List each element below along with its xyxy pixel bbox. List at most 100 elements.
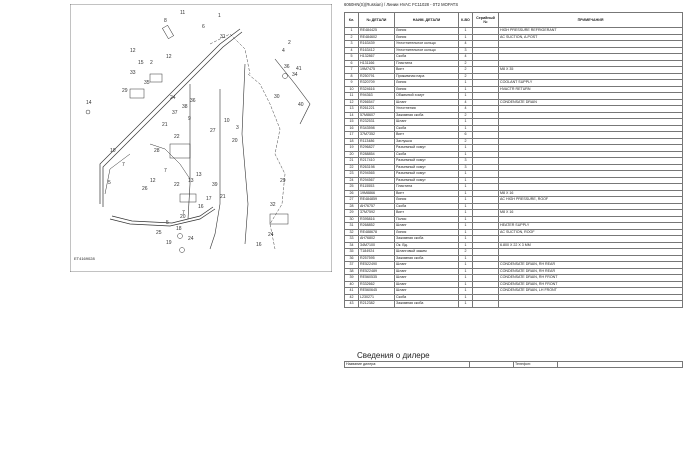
page-header: 6060HN(S)(Russian) / Линии HVAC FC11028 … (344, 2, 459, 7)
callout-label: 19 (166, 240, 172, 246)
callout-label: 7 (182, 210, 185, 216)
callout-label: 27 (210, 128, 216, 134)
callout-label: 7 (164, 168, 167, 174)
row-notes: CONDENSATE DRAIN (498, 98, 683, 106)
callout-label: 12 (150, 178, 156, 184)
parts-diagram: 11 1 8 6 31 12 12 15 33 35 29 24 36 38 3… (70, 4, 332, 272)
callout-label: 31 (220, 34, 226, 40)
col-serial: Серийный № (472, 12, 499, 28)
callout-labels: 11 1 8 6 31 12 12 15 33 35 29 24 36 38 3… (86, 10, 304, 248)
callout-label: 8 (164, 18, 167, 24)
callout-label: 35 (144, 80, 150, 86)
callout-label: 11 (180, 10, 185, 16)
row-notes (498, 111, 683, 119)
callout-label: 38 (182, 104, 188, 110)
row-part-number: R212382 (358, 300, 395, 308)
dealer-name-field[interactable] (469, 361, 514, 368)
col-name: НАИМ. ДЕТАЛИ (394, 12, 459, 28)
col-num: Кл. (344, 12, 359, 28)
callout-label: 20 (232, 138, 238, 144)
diagram-svg: 11 1 8 6 31 12 12 15 33 35 29 24 36 38 3… (70, 4, 332, 272)
callout-label: 25 (156, 230, 162, 236)
callout-label: 16 (256, 242, 262, 248)
callout-label: 5 (166, 220, 169, 226)
callout-label: 39 (212, 182, 218, 188)
callout-label: 28 (154, 148, 160, 154)
callout-label: 33 (130, 70, 136, 76)
col-part: № ДЕТАЛИ (358, 12, 395, 28)
callout-label: 30 (274, 94, 280, 100)
dealer-title: Сведения о дилере (357, 351, 430, 360)
callout-label: 29 (280, 178, 286, 184)
callout-label: 1 (218, 13, 221, 19)
callout-label: 12 (130, 48, 136, 54)
callout-label: 29 (122, 88, 128, 94)
callout-label: 10 (110, 148, 116, 154)
dealer-row: Название дилера: Телефон: (344, 361, 683, 368)
callout-label: 10 (224, 118, 230, 124)
callout-label: 36 (284, 64, 290, 70)
row-notes (498, 72, 683, 80)
row-notes: HVACTR RETURN (498, 85, 683, 93)
callout-label: 13 (196, 172, 202, 178)
callout-label: 3 (236, 125, 239, 131)
row-notes (498, 59, 683, 67)
callout-label: 36 (190, 98, 196, 104)
callout-label: 21 (162, 122, 168, 128)
row-notes: M8 X 35 (498, 66, 683, 74)
callout-label: 40 (298, 102, 304, 108)
callout-label: 21 (220, 194, 226, 200)
dealer-phone-field[interactable] (557, 361, 683, 368)
callout-label: 22 (174, 134, 180, 140)
callout-label: 2 (150, 60, 153, 66)
callout-label: 15 (138, 60, 144, 66)
callout-label: 24 (170, 95, 176, 101)
callout-label: 20 (180, 214, 186, 220)
callout-label: 2 (288, 40, 291, 46)
callout-label: 6 (202, 24, 205, 30)
row-notes (498, 92, 683, 100)
col-notes: ПРИМЕЧАНИЯ (498, 12, 683, 28)
callout-label: 34 (292, 72, 298, 78)
catalog-code: ET4169028 (74, 256, 95, 261)
callout-label: 32 (270, 202, 276, 208)
callout-label: 7 (122, 162, 125, 168)
callout-label: 41 (296, 66, 302, 72)
row-notes (498, 300, 683, 308)
dealer-phone-label: Телефон: (513, 361, 558, 368)
row-serial (472, 300, 499, 308)
callout-label: 24 (268, 232, 274, 238)
row-num: 43 (344, 300, 359, 308)
parts-table: Кл. № ДЕТАЛИ НАИМ. ДЕТАЛИ К-ВО Серийный … (344, 12, 683, 308)
dealer-table: Название дилера: Телефон: (344, 361, 683, 368)
callout-label: 18 (176, 226, 182, 232)
dealer-name-label: Название дилера: (344, 361, 470, 368)
col-qty: К-ВО (458, 12, 473, 28)
callout-label: 9 (188, 116, 191, 122)
parts-table-header: Кл. № ДЕТАЛИ НАИМ. ДЕТАЛИ К-ВО Серийный … (344, 12, 683, 28)
row-notes (498, 105, 683, 113)
callout-label: 13 (188, 178, 194, 184)
callout-label: 17 (206, 196, 212, 202)
callout-label: 14 (86, 100, 92, 106)
callout-label: 37 (172, 110, 178, 116)
callout-label: 16 (198, 204, 204, 210)
callout-label: 12 (166, 54, 172, 60)
callout-label: 26 (142, 186, 148, 192)
callout-label: 5 (108, 180, 111, 186)
row-qty: 1 (458, 300, 473, 308)
